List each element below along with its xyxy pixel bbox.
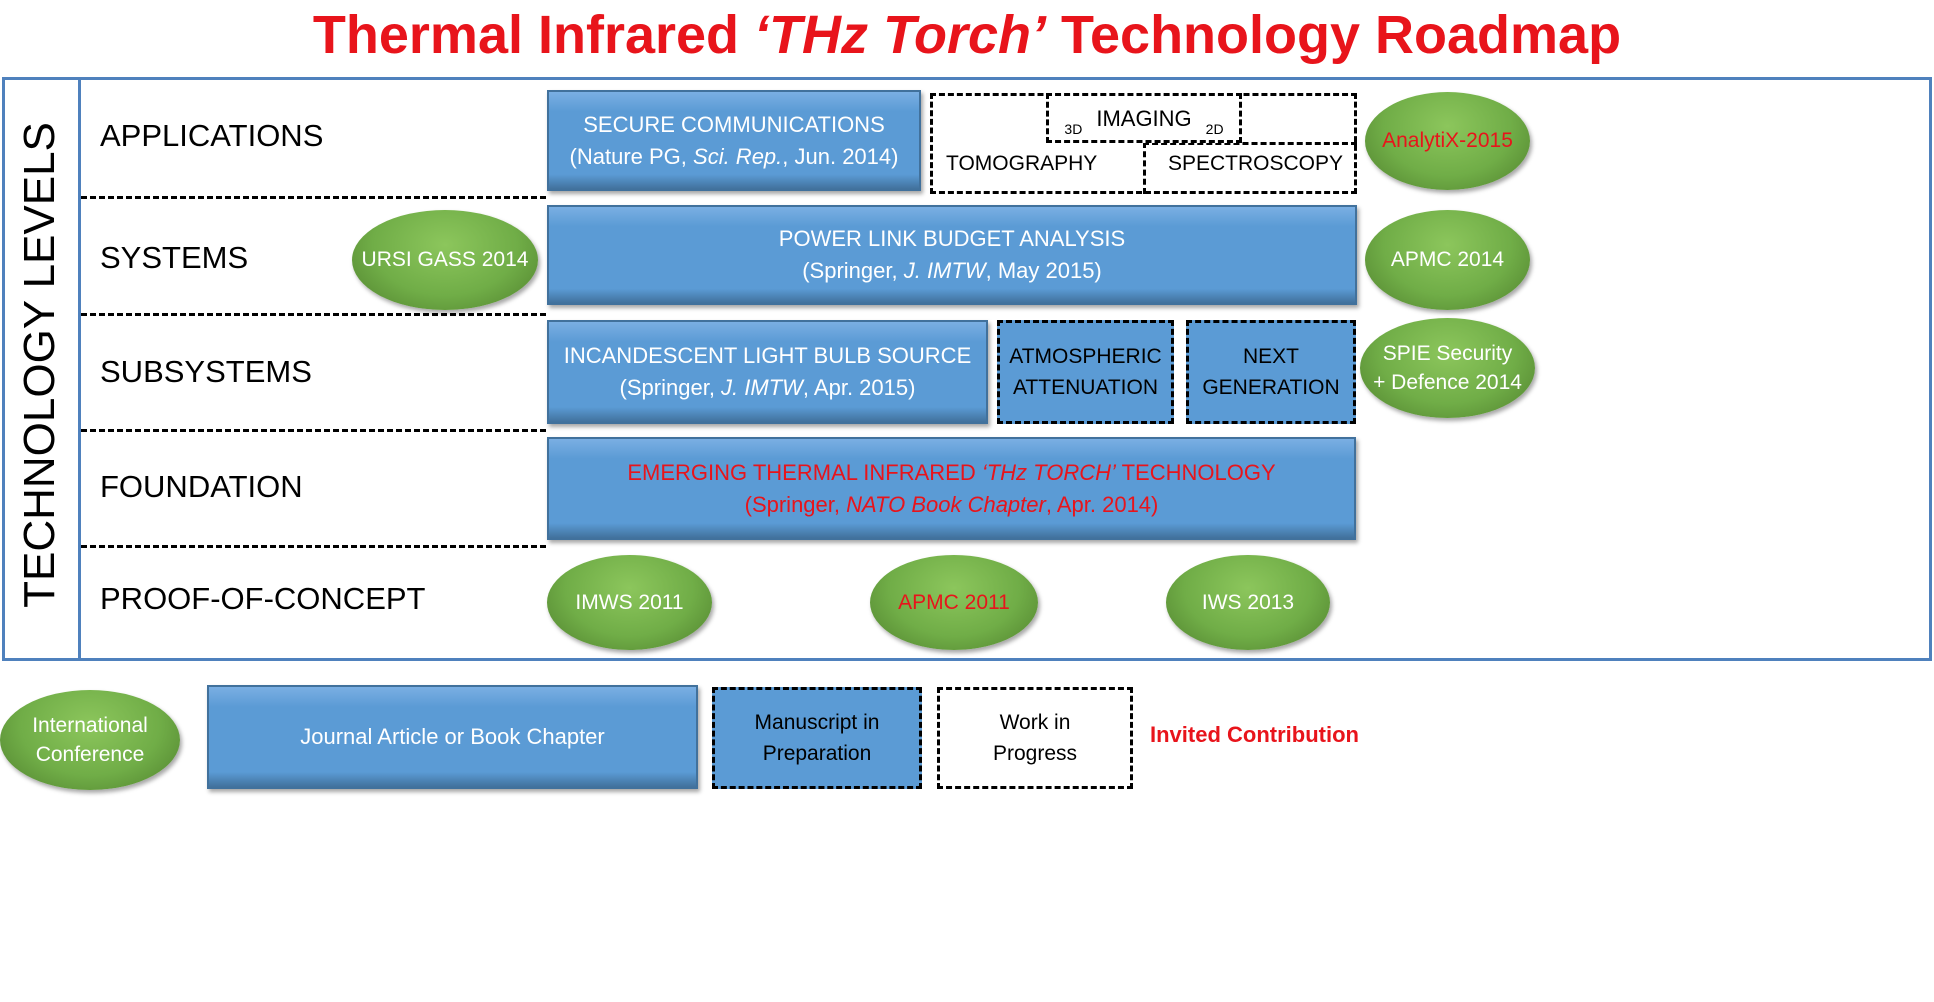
level-subsystems: SUBSYSTEMS — [100, 354, 312, 389]
axis-label: TECHNOLOGY LEVELS — [15, 122, 64, 608]
secure-communications-box: SECURE COMMUNICATIONS (Nature PG, Sci. R… — [547, 90, 921, 191]
title-text-end: Technology Roadmap — [1046, 5, 1622, 65]
axis-column — [2, 77, 81, 661]
foundation-box: EMERGING THERMAL INFRARED ‘THz TORCH’ TE… — [547, 437, 1356, 540]
conference-apmc-2011: APMC 2011 — [870, 555, 1038, 650]
box-title: INCANDESCENT LIGHT BULB SOURCE — [563, 343, 972, 369]
roadmap-frame — [2, 77, 1932, 661]
box-citation: (Nature PG, Sci. Rep., Jun. 2014) — [569, 143, 899, 169]
level-systems: SYSTEMS — [100, 240, 249, 275]
conference-apmc-2014: APMC 2014 — [1365, 210, 1530, 310]
row-divider — [81, 545, 546, 548]
box-citation: (Springer, NATO Book Chapter, Apr. 2014) — [744, 491, 1159, 517]
conference-ursi-gass-2014: URSI GASS 2014 — [352, 210, 538, 310]
box-citation: (Springer, J. IMTW, May 2015) — [802, 258, 1102, 283]
conference-analytix-2015: AnalytiX-2015 — [1365, 92, 1530, 190]
conference-imws-2011: IMWS 2011 — [547, 555, 712, 650]
power-link-budget-box: POWER LINK BUDGET ANALYSIS (Springer, J.… — [547, 205, 1357, 305]
spectroscopy-label: SPECTROSCOPY — [1168, 152, 1344, 175]
row-divider — [81, 313, 546, 316]
box-title: SECURE COMMUNICATIONS — [583, 111, 885, 137]
level-proof-of-concept: PROOF-OF-CONCEPT — [100, 581, 426, 616]
page-title: Thermal Infrared ‘THz Torch’ Technology … — [0, 4, 1934, 66]
row-divider — [81, 429, 546, 432]
row-divider — [81, 196, 546, 199]
title-italic: ‘THz Torch’ — [754, 5, 1047, 65]
divider — [1143, 142, 1357, 145]
level-foundation: FOUNDATION — [100, 469, 303, 504]
conference-iws-2013: IWS 2013 — [1166, 555, 1330, 650]
divider — [1143, 142, 1146, 194]
box-citation: (Springer, J. IMTW, Apr. 2015) — [619, 375, 916, 400]
incandescent-source-box: INCANDESCENT LIGHT BULB SOURCE (Springer… — [547, 320, 988, 424]
tomography-label: TOMOGRAPHY — [946, 152, 1098, 175]
legend-journal: Journal Article or Book Chapter — [207, 685, 698, 789]
box-title: POWER LINK BUDGET ANALYSIS — [778, 226, 1126, 252]
box-title: EMERGING THERMAL INFRARED ‘THz TORCH’ TE… — [627, 459, 1276, 485]
level-applications: APPLICATIONS — [100, 118, 324, 153]
conference-spie-2014: SPIE Security+ Defence 2014 — [1360, 318, 1535, 418]
legend-invited-contribution: Invited Contribution — [1150, 722, 1359, 747]
title-text: Thermal Infrared — [312, 5, 755, 65]
